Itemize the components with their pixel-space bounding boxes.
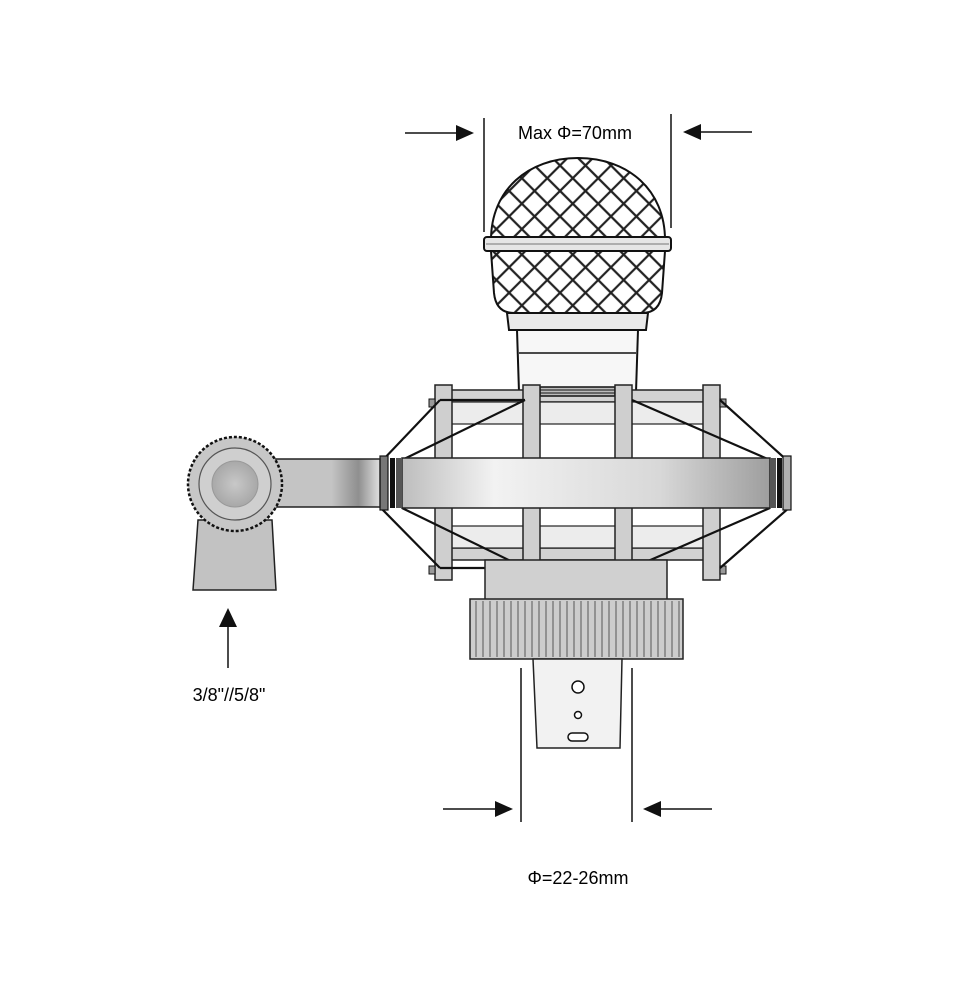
microphone-grille-bottom [489,250,667,314]
microphone [483,156,672,393]
bottom-right-arrow-icon [643,801,661,817]
stem-hole-large [571,680,585,694]
thread-arrow-icon [219,608,237,627]
top-left-arrow-icon [456,125,474,141]
cage-center-band [401,457,771,509]
microphone-grille-top [489,156,667,241]
shock-mount-cage [379,384,792,581]
knob-center [211,460,259,508]
base-collar [484,559,668,603]
elastic-cords [379,398,791,570]
arm-bar [271,458,381,508]
top-dimension-annotation: Max Φ=70mm [405,114,752,232]
mount-base [469,559,684,749]
top-right-arrow-icon [683,124,701,140]
microphone-body [515,329,640,393]
bottom-dimension-label: Φ=22-26mm [528,868,629,888]
bottom-left-arrow-icon [495,801,513,817]
stem-slot [567,732,589,742]
threaded-stem [532,658,623,749]
microphone-collar [505,312,650,331]
mount-arm [186,435,381,591]
stem-hole-small [573,710,583,720]
knurled-ring [469,598,684,660]
top-dimension-label: Max Φ=70mm [518,123,632,143]
elastic-holder-top [539,386,616,397]
thread-size-annotation: 3/8"//5/8" [193,608,266,705]
thread-size-label: 3/8"//5/8" [193,685,266,705]
bottom-dimension-annotation: Φ=22-26mm [443,668,712,888]
